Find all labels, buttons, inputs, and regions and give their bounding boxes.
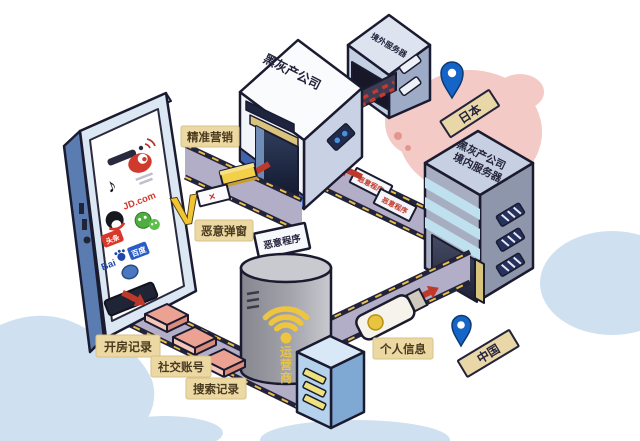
japan-sign-board <box>439 89 500 138</box>
japan-pin-dot <box>447 68 457 78</box>
baidu-latin-text: Bai <box>100 258 118 274</box>
flow-labels: 精准营销 恶意弹窗 开房记录 社交账号 搜索记录 个人信息 <box>95 125 434 400</box>
road-surface <box>185 145 302 232</box>
carrier-char: 营 <box>280 357 292 372</box>
signal-arc <box>144 143 151 149</box>
flow-arrow-from-phone <box>121 289 146 307</box>
weibo-icon <box>128 153 154 186</box>
label-social-text: 社交账号 <box>157 360 204 374</box>
label-search-records: 搜索记录 <box>185 377 247 400</box>
signal-arc <box>146 138 156 147</box>
china-sign-board <box>457 329 520 378</box>
road-dashes <box>321 187 437 244</box>
wifi-icon <box>262 306 310 344</box>
facade-stripe <box>425 197 480 240</box>
malware-sign-board: 恶意程序 <box>252 221 312 261</box>
map-landmass-right <box>540 231 640 335</box>
hq-side-panel <box>326 123 356 151</box>
home-button <box>121 264 139 280</box>
close-icon: × <box>208 191 217 204</box>
label-search-text: 搜索记录 <box>193 382 239 396</box>
phone-side-dot <box>83 236 91 244</box>
label-hotel-text: 开房记录 <box>104 339 152 354</box>
phone-power-button <box>82 219 87 230</box>
data-packets-row <box>352 87 395 112</box>
small-server-box <box>295 334 366 430</box>
facade-stripe <box>425 217 480 260</box>
building-roof <box>423 129 535 197</box>
qq-icon <box>105 211 126 231</box>
phone-volume-button <box>79 203 84 214</box>
label-marketing: 精准营销 <box>180 125 240 148</box>
server-slot <box>302 367 327 385</box>
cylinder-top <box>239 252 333 284</box>
china-pin-icon <box>451 314 472 348</box>
record-boxes <box>144 303 246 378</box>
server-slot <box>302 380 327 398</box>
label-popup: 恶意弹窗 <box>194 219 254 242</box>
record-box <box>172 326 217 356</box>
label-hotel-records: 开房记录 <box>95 334 161 358</box>
label-popup-text: 恶意弹窗 <box>201 224 247 238</box>
server-slot <box>302 393 327 411</box>
china-location: 中国 <box>451 314 520 378</box>
japan-pin-icon <box>440 61 464 100</box>
malware-card: 恶意程序 <box>372 188 418 222</box>
hq-window-band <box>245 100 295 134</box>
map-landmass-bottom <box>107 416 223 441</box>
road-dashes <box>184 176 303 233</box>
entrance-beam <box>474 258 485 304</box>
toutiao-icon: 头条 <box>100 229 124 248</box>
wechat-icon <box>134 211 160 231</box>
usb-ring <box>367 314 384 331</box>
map-landmass-pink-3 <box>496 74 544 110</box>
baidu-icon: Bai 百度 <box>100 241 150 274</box>
carrier-label: 运 营 商 <box>280 345 292 385</box>
carrier-char: 运 <box>280 345 292 359</box>
map-dot-2 <box>405 145 411 151</box>
label-personal-info: 个人信息 <box>372 337 434 360</box>
cylinder-vents <box>246 290 260 310</box>
phone-camera-dot <box>138 145 144 151</box>
popup-window-close: × <box>195 183 232 208</box>
tower-drive-slot <box>398 54 422 75</box>
china-pin-dot <box>457 321 465 329</box>
data-packets-row <box>352 80 395 105</box>
map-dot-1 <box>394 132 402 140</box>
tower-drive-slot <box>398 76 422 97</box>
label-social-accounts: 社交账号 <box>150 355 212 378</box>
facade-stripe <box>425 177 480 220</box>
phone-speaker <box>107 149 137 166</box>
carrier-char: 商 <box>280 370 292 385</box>
japan-location: 日本 <box>439 61 500 138</box>
popup-window-yellow <box>218 162 258 188</box>
label-personal-text: 个人信息 <box>379 342 426 356</box>
map-landmass-bottom-center <box>260 420 450 441</box>
server-top-face <box>295 334 366 370</box>
usb-drive <box>355 287 429 341</box>
label-marketing-text: 精准营销 <box>187 130 233 144</box>
record-box <box>144 303 189 333</box>
